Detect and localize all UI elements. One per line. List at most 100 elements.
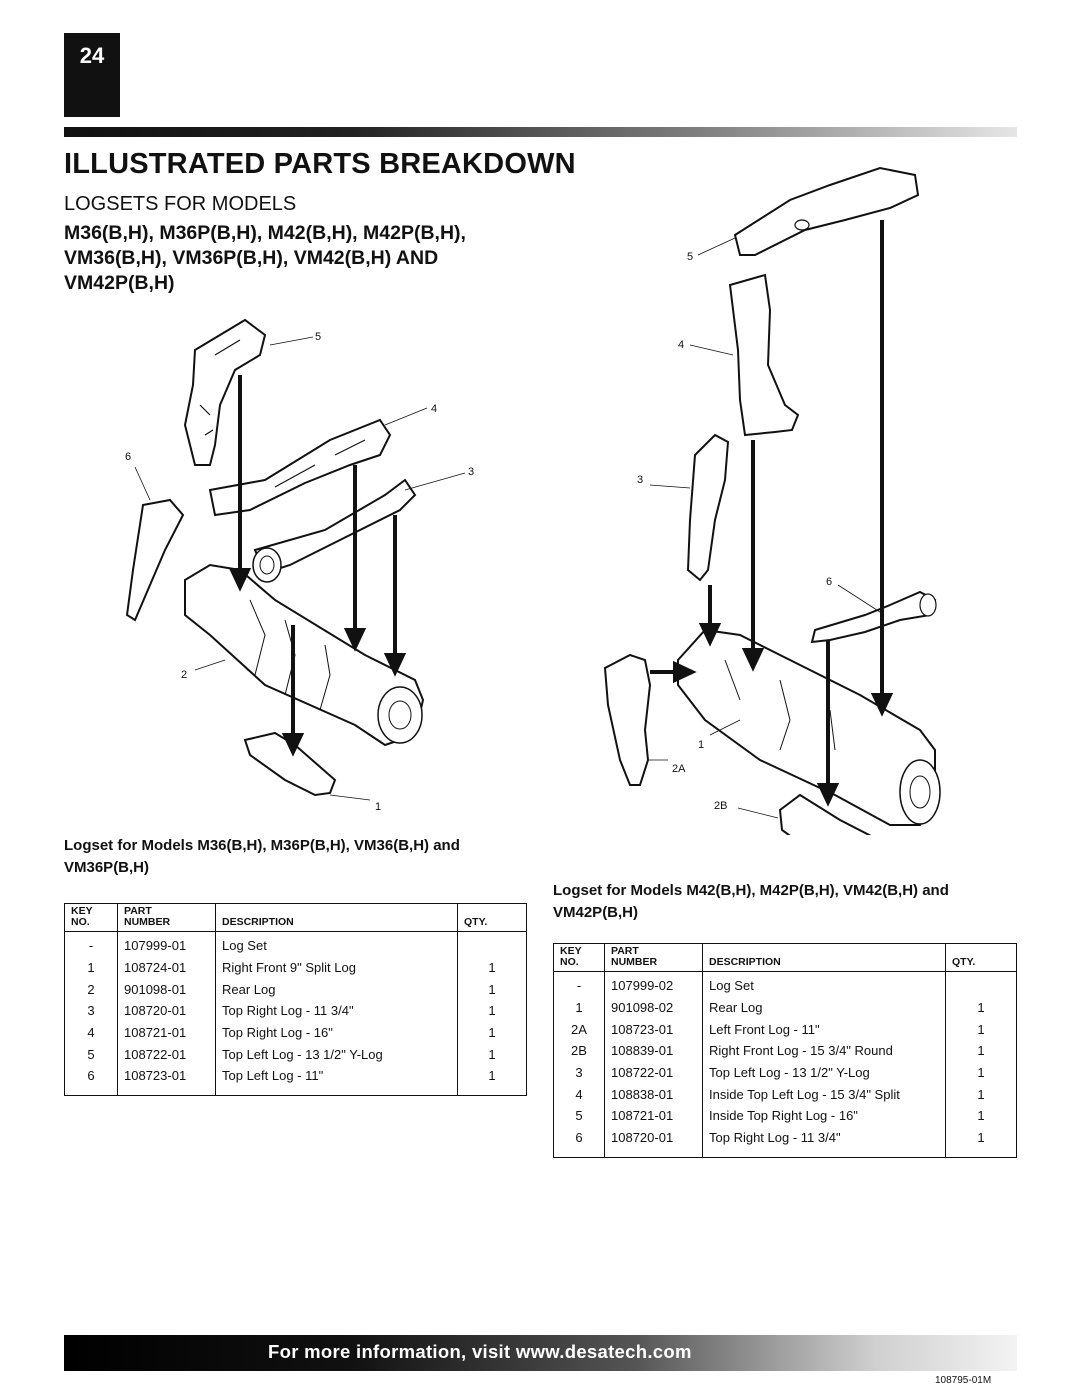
row-part-number: 108721-01 <box>604 1105 703 1127</box>
header-description: DESCRIPTION <box>702 943 946 972</box>
log-4-drawing <box>728 273 800 437</box>
row-description: Top Left Log - 13 1/2" Y-Log <box>215 1043 458 1066</box>
header-description: DESCRIPTION <box>215 903 458 932</box>
row-description: Rear Log <box>215 978 458 1001</box>
log-4-drawing <box>208 418 392 517</box>
callout-2: 2 <box>181 669 187 681</box>
header-no: NO. <box>71 916 90 928</box>
row-qty: 1 <box>945 1126 1017 1157</box>
row-part-number: 108722-01 <box>117 1043 216 1066</box>
row-qty: 1 <box>945 996 1017 1019</box>
row-qty: 1 <box>945 1105 1017 1127</box>
row-qty: 1 <box>457 1000 527 1022</box>
log-6-drawing <box>810 590 937 644</box>
row-description: Inside Top Left Log - 15 3/4" Split <box>702 1083 946 1106</box>
row-key: 6 <box>575 1130 583 1146</box>
row-part-number: 108722-01 <box>604 1061 703 1084</box>
callout-2b: 2B <box>714 800 727 812</box>
header-qty: QTY. <box>945 943 1017 972</box>
log-3-drawing <box>686 433 730 582</box>
table-42-caption: Logset for Models M42(B,H), M42P(B,H), V… <box>553 882 949 921</box>
row-key: 1 <box>87 960 95 976</box>
page-title: ILLUSTRATED PARTS BREAKDOWN <box>64 148 576 180</box>
page-number: 24 <box>64 33 120 117</box>
callout-1: 1 <box>698 739 704 751</box>
callout-6: 6 <box>125 451 131 463</box>
row-part-number: 108721-01 <box>117 1021 216 1044</box>
header-number: NUMBER <box>611 956 658 968</box>
row-key: 2B <box>571 1043 587 1059</box>
row-qty: 1 <box>457 1065 527 1096</box>
row-key: 5 <box>87 1046 95 1062</box>
row-key: 3 <box>575 1065 583 1081</box>
log-6-drawing <box>125 498 185 622</box>
row-description: Right Front Log - 15 3/4" Round <box>702 1040 946 1062</box>
header-key: KEY <box>560 945 582 957</box>
logset-36-diagram: 5 4 6 3 2 1 <box>125 318 474 813</box>
row-qty <box>457 931 527 957</box>
row-key: - <box>88 938 94 954</box>
row-description: Top Left Log - 11" <box>215 1065 458 1096</box>
row-description: Top Right Log - 11 3/4" <box>215 1000 458 1022</box>
row-description: Log Set <box>702 971 946 997</box>
row-part-number: 108720-01 <box>604 1126 703 1157</box>
row-part-number: 901098-01 <box>117 978 216 1001</box>
row-description: Top Right Log - 16" <box>215 1021 458 1044</box>
header-no: NO. <box>560 956 579 968</box>
log-1-drawing <box>677 628 936 826</box>
document-number: 108795-01M <box>935 1375 992 1386</box>
log-1-drawing <box>243 731 337 797</box>
row-description: Top Left Log - 13 1/2" Y-Log <box>702 1061 946 1084</box>
row-description: Inside Top Right Log - 16" <box>702 1105 946 1127</box>
row-description: Rear Log <box>702 996 946 1019</box>
row-part-number: 108724-01 <box>117 956 216 979</box>
logset-42-diagram: 5 4 3 6 1 2A 2B <box>603 166 941 835</box>
callout-6: 6 <box>826 576 832 588</box>
row-qty: 1 <box>457 1043 527 1066</box>
row-key: 1 <box>575 1000 583 1016</box>
row-description: Left Front Log - 11" <box>702 1018 946 1041</box>
row-qty: 1 <box>945 1040 1017 1062</box>
row-part-number: 108839-01 <box>604 1040 703 1062</box>
row-part-number: 108720-01 <box>117 1000 216 1022</box>
callout-3: 3 <box>637 474 643 486</box>
row-part-number: 107999-02 <box>604 971 703 997</box>
row-part-number: 901098-02 <box>604 996 703 1019</box>
callout-1: 1 <box>375 801 381 813</box>
row-qty: 1 <box>945 1018 1017 1041</box>
row-key: 6 <box>87 1068 95 1084</box>
row-part-number: 108723-01 <box>117 1065 216 1096</box>
row-qty: 1 <box>945 1083 1017 1106</box>
row-qty: 1 <box>457 1021 527 1044</box>
row-qty: 1 <box>945 1061 1017 1084</box>
row-key: 3 <box>87 1003 95 1019</box>
callout-5: 5 <box>687 251 693 263</box>
callout-2a: 2A <box>672 763 686 775</box>
row-qty <box>945 971 1017 997</box>
header-qty: QTY. <box>457 903 527 932</box>
row-key: - <box>576 978 582 994</box>
log-2b-drawing <box>778 793 872 835</box>
row-key: 2A <box>571 1021 587 1037</box>
header-rule <box>64 127 1017 137</box>
row-part-number: 107999-01 <box>117 931 216 957</box>
log-5-drawing <box>733 166 920 256</box>
log-2a-drawing <box>603 653 652 786</box>
row-qty: 1 <box>457 978 527 1001</box>
callout-5: 5 <box>315 331 321 343</box>
header-key: KEY <box>71 905 93 917</box>
callout-4: 4 <box>431 403 437 415</box>
